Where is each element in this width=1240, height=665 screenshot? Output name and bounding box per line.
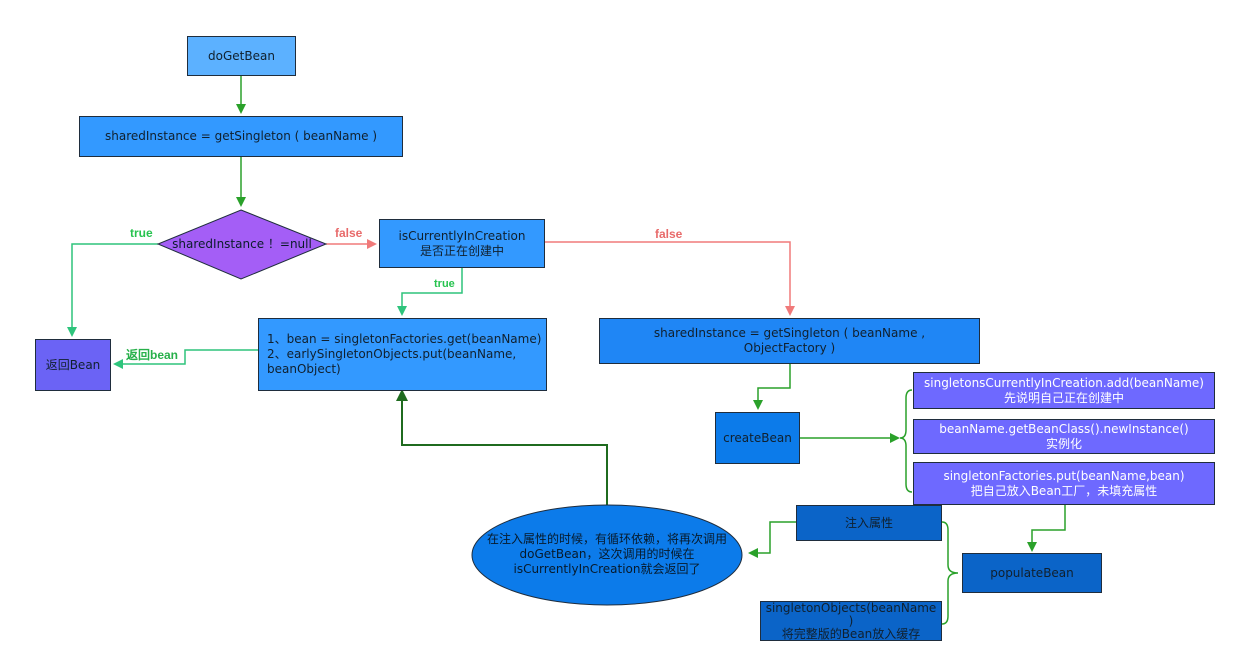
node-new-instance[interactable]: beanName.getBeanClass().newInstance() 实例… — [913, 419, 1215, 454]
node-shared2-line1: sharedInstance = getSingleton ( beanName… — [653, 326, 926, 340]
node-shared-get-singleton-label: sharedInstance = getSingleton ( beanName… — [104, 129, 378, 143]
node-inject-properties[interactable]: 注入属性 — [796, 505, 942, 541]
node-currently-in-creation-add[interactable]: singletonsCurrentlyInCreation.add(beanNa… — [913, 372, 1215, 409]
edge-diamond-true-to-return — [67, 243, 158, 337]
note-ellipse-line1: 在注入属性的时候，有循环依赖，将再次调用 — [486, 532, 727, 546]
edge-factory-to-return — [113, 349, 258, 369]
node-objects-line3: 将完整版的Bean放入缓存 — [781, 626, 921, 641]
node-populate-label: populateBean — [990, 565, 1074, 580]
node-dogetbean[interactable]: doGetBean — [187, 36, 296, 76]
edge-creation-true-to-factory — [397, 268, 463, 316]
node-add-line2: 先说明自己正在创建中 — [1003, 390, 1124, 405]
edge-label-return-bean: 返回bean — [126, 348, 179, 362]
node-dogetbean-label: doGetBean — [208, 48, 275, 63]
node-is-creation-line1: isCurrentlyInCreation — [398, 228, 526, 243]
brace-populate — [941, 521, 959, 625]
node-add-line1: singletonsCurrentlyInCreation.add(beanNa… — [924, 375, 1204, 390]
node-singleton-factories-get[interactable]: 1、bean = singletonFactories.get(beanName… — [258, 318, 547, 391]
node-create-bean[interactable]: createBean — [715, 412, 800, 464]
node-objects-line1: singletonObjects(beanName — [765, 600, 937, 615]
node-newinst-line1: beanName.getBeanClass().newInstance() — [939, 421, 1189, 436]
decision-diamond-label: sharedInstance ！=null — [172, 237, 312, 251]
node-factory-line2: 2、earlySingletonObjects.put(beanName, — [267, 347, 517, 361]
note-ellipse-line3: isCurrentlyInCreation就会返回了 — [513, 562, 701, 576]
node-shared-get-singleton-factory[interactable]: sharedInstance = getSingleton ( beanName… — [599, 318, 980, 364]
node-inject-label: 注入属性 — [844, 515, 893, 530]
edge-inject-to-ellipse — [748, 521, 796, 558]
decision-diamond[interactable] — [156, 209, 328, 280]
brace-steps — [899, 389, 913, 493]
edge-label-true-small: true — [434, 278, 455, 290]
edge-label-true-left: true — [130, 226, 153, 240]
node-create-bean-label: createBean — [723, 430, 792, 445]
node-return-bean-label: 返回Bean — [45, 357, 101, 372]
node-put-line2: 把自己放入Bean工厂，未填充属性 — [970, 483, 1158, 498]
node-factory-line3: beanObject) — [267, 362, 341, 376]
edge-creation-false-to-shared2 — [545, 241, 795, 316]
node-is-creation-line2: 是否正在创建中 — [419, 243, 504, 258]
note-ellipse[interactable] — [471, 504, 743, 606]
node-newinst-line2: 实例化 — [1045, 436, 1082, 451]
node-factory-line1: 1、bean = singletonFactories.get(beanName… — [267, 332, 542, 346]
node-return-bean[interactable]: 返回Bean — [35, 339, 111, 391]
node-objects-line2: ) — [848, 613, 854, 628]
edge-put-to-populate — [1027, 505, 1066, 552]
node-shared-get-singleton[interactable]: sharedInstance = getSingleton ( beanName… — [79, 116, 403, 157]
note-ellipse-line2: doGetBean，这次调用的时候在 — [519, 547, 695, 561]
edge-ellipse-to-factory — [396, 389, 608, 505]
node-populate-bean[interactable]: populateBean — [962, 553, 1102, 593]
note-ellipse-text: 在注入属性的时候，有循环依赖，将再次调用 doGetBean，这次调用的时候在 … — [480, 532, 734, 577]
node-shared2-line2: ObjectFactory ) — [743, 341, 836, 355]
edge-label-false-right: false — [655, 227, 683, 241]
edge-shared2-to-createbean — [753, 364, 791, 410]
node-put-line1: singletonFactories.put(beanName,bean) — [943, 468, 1185, 483]
node-singleton-objects[interactable]: singletonObjects(beanName ) 将完整版的Bean放入缓… — [760, 601, 942, 641]
edge-label-false-diamond: false — [335, 226, 363, 240]
node-singleton-factories-put[interactable]: singletonFactories.put(beanName,bean) 把自… — [913, 462, 1215, 505]
node-is-currently-in-creation[interactable]: isCurrentlyInCreation 是否正在创建中 — [379, 219, 545, 268]
